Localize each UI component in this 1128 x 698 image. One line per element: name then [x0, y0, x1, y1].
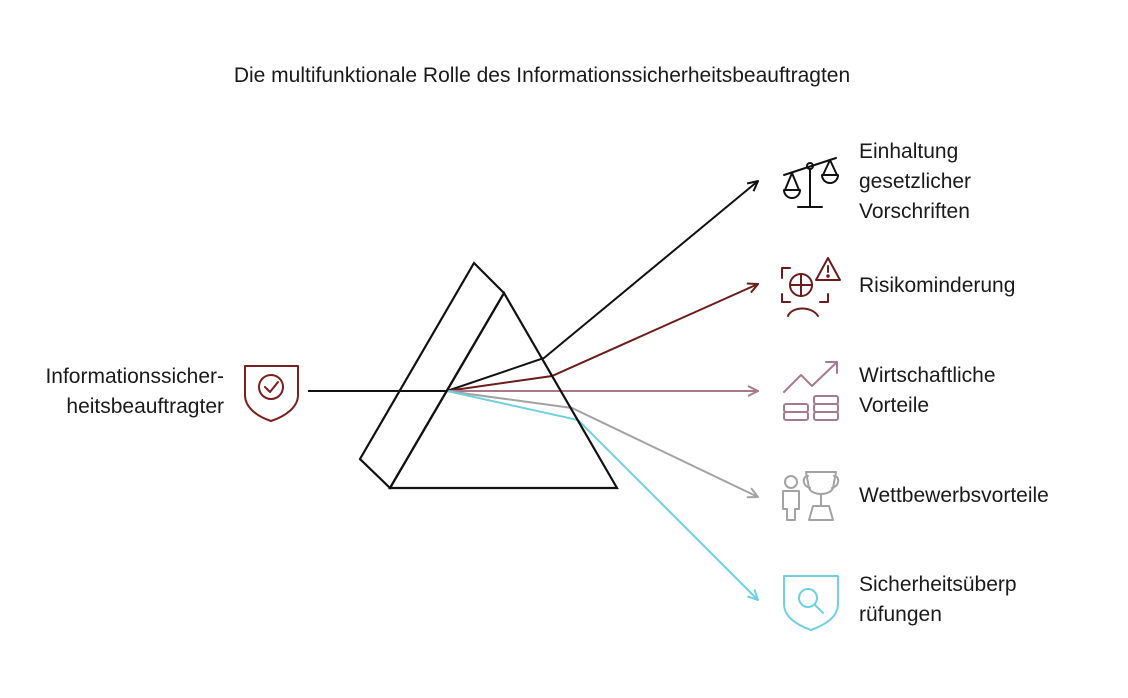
output-label-risk: Risikominderung [859, 274, 1016, 297]
person-trophy-icon [782, 471, 840, 521]
output-label-compliance: Einhaltung gesetzlicher Vorschriften [859, 140, 972, 223]
growth-coins-icon [783, 361, 839, 421]
prism [358, 261, 619, 490]
shield-check-icon [244, 365, 299, 422]
diagram-title: Die multifunktionale Rolle des Informati… [233, 64, 851, 87]
beam-competitive [446, 390, 758, 497]
output-label-audit: Sicherheitsüberp rüfungen [859, 573, 1017, 626]
output-label-economic: Wirtschaftliche Vorteile [859, 364, 996, 417]
scales-icon [783, 157, 839, 208]
risk-assessment-icon [781, 257, 841, 317]
shield-search-icon [783, 575, 839, 631]
beam-compliance [446, 181, 758, 392]
output-label-competitive: Wettbewerbsvorteile [859, 484, 1049, 507]
source-label: Informationssicher- heitsbeauftragter [45, 365, 224, 418]
